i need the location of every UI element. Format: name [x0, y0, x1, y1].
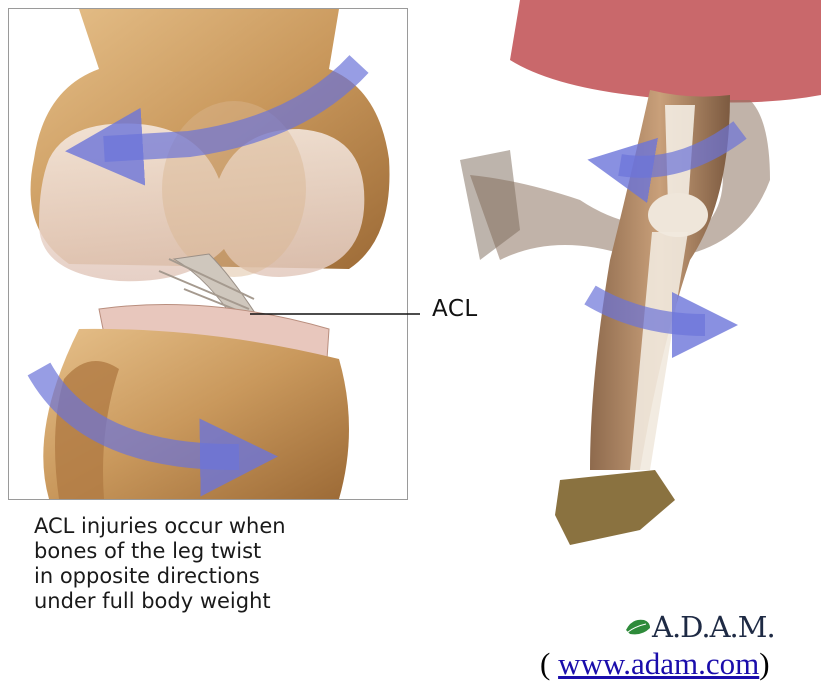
leg-knee-joint [648, 193, 708, 237]
caption-line: under full body weight [34, 589, 414, 614]
leg-svg [440, 0, 821, 600]
logo-text: A.D.A.M. [652, 610, 775, 644]
leg-illustration [440, 0, 821, 600]
caption-line: ACL injuries occur when [34, 514, 414, 539]
skirt [510, 0, 821, 103]
source-credit: ( www.adam.com) [540, 646, 770, 682]
caption-line: in opposite directions [34, 564, 414, 589]
caption-line: bones of the leg twist [34, 539, 414, 564]
caption: ACL injuries occur when bones of the leg… [34, 514, 414, 614]
adam-website-link[interactable]: www.adam.com [558, 646, 759, 681]
credit-open-paren: ( [540, 646, 558, 681]
adam-logo: A.D.A.M. [624, 608, 775, 646]
leaf-icon [624, 616, 652, 638]
credit-close-paren: ) [759, 646, 769, 681]
front-shoe [555, 470, 675, 545]
